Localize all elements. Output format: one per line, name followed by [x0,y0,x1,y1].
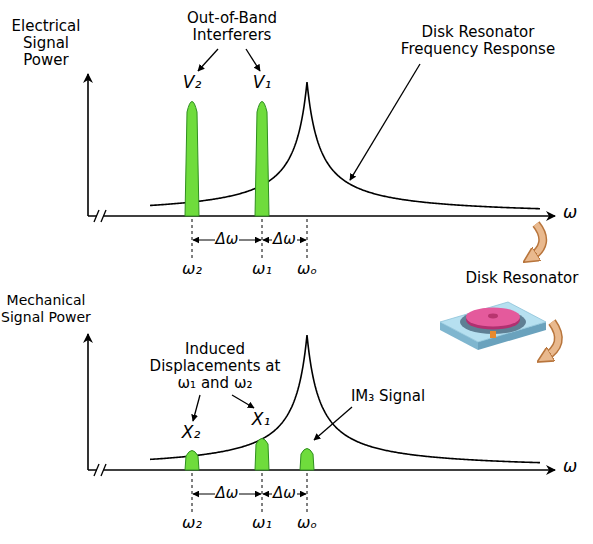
tick-label: ωₒ [297,260,317,277]
tick-label: ωₒ [297,514,317,531]
interferer-peaks [185,102,269,217]
bottom-axes [88,334,555,470]
flow-arrow-outline [530,224,543,258]
leader-arrow [232,395,254,408]
top-leaders [198,49,420,180]
dashed-guide [262,219,263,258]
break-mark [94,464,99,476]
signal-name: V₁ [253,74,271,91]
displacement-peak [255,439,269,471]
dashed-guide [262,473,263,512]
bottom-dimensions [192,473,307,512]
top-dimensions [192,219,307,258]
substrate-top [440,302,546,342]
dimension-label: Δω [272,485,297,502]
leader-arrow [350,64,420,180]
bottom-leaders [193,395,352,440]
displacement-peak [185,451,199,471]
disk-stem [488,314,498,319]
dashed-guide [192,219,193,258]
tick-label: ω₂ [182,514,202,531]
leader-arrow [193,395,200,421]
im3-peak [300,449,314,471]
dimension-label: Δω [272,231,297,248]
tick-label: ω₁ [252,260,272,277]
leader-arrow [314,407,352,440]
interferer-peak [255,102,269,217]
dashed-guide [192,473,193,512]
tick-label: ω₁ [252,514,272,531]
tick-label: ω₂ [182,260,202,277]
flow-arrow-outline [544,322,558,358]
dimension-label: Δω [215,231,240,248]
dashed-guide [307,219,308,258]
dashed-guide [307,473,308,512]
signal-name: X₁ [252,411,270,428]
axis-break [94,210,106,222]
break-mark [101,210,106,222]
break-mark [94,210,99,222]
callout-text: Out-of-Band Interferers [176,10,288,44]
axis-symbol: ω [563,204,577,221]
picture-caption: Disk Resonator [466,270,579,287]
flow-arrow [530,224,543,258]
anchor-post [490,331,496,338]
resonator-response-curve [150,82,540,209]
leader-arrow [198,49,218,71]
y-axis [87,74,89,216]
axis-title: Mechanical Signal Power [0,292,92,326]
disk-resonator-picture [440,302,546,350]
x-axis [88,215,555,217]
signal-name: V₂ [183,74,201,91]
callout-text: Induced Displacements at ω₁ and ω₂ [145,341,285,392]
callout-text: IM₃ Signal [351,388,425,405]
top-axes [88,74,555,216]
displacement-peaks [185,439,314,471]
callout-text: Disk Resonator Frequency Response [388,24,568,58]
dimension-label: Δω [215,485,240,502]
y-axis [87,334,89,470]
axis-title: Electrical Signal Power [0,18,92,69]
axis-symbol: ω [563,458,577,475]
interferer-peak [185,102,199,217]
break-mark [101,464,106,476]
x-axis [88,469,555,471]
disk [466,308,520,327]
signal-name: X₂ [182,424,200,441]
flow-arrows [530,224,558,358]
flow-arrow [544,322,558,358]
axis-break [94,464,106,476]
leader-arrow [246,49,260,71]
